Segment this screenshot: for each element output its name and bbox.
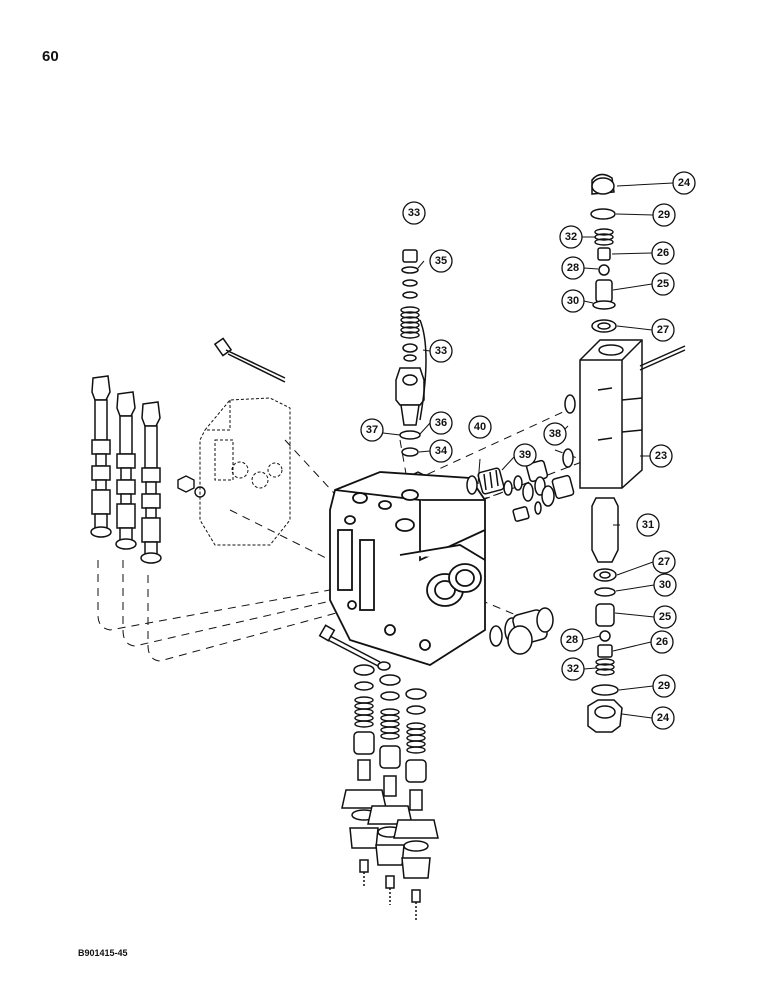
callout-24b: 24 [651,706,675,730]
callout-32b: 32 [561,657,585,681]
callout-29a: 29 [652,203,676,227]
svg-text:32: 32 [565,231,577,243]
callout-23: 23 [649,444,673,468]
callout-25a: 25 [651,272,675,296]
callout-39: 39 [513,443,537,467]
relief-valve-stack [395,249,427,457]
svg-text:30: 30 [659,579,671,591]
main-valve-body [329,471,486,666]
callout-30a: 30 [561,289,585,313]
svg-text:27: 27 [657,324,669,336]
svg-text:38: 38 [549,428,561,440]
callout-38: 38 [543,422,567,446]
svg-text:34: 34 [435,445,448,457]
callout-37: 37 [360,418,384,442]
side-plugs [466,459,575,655]
callout-33b: 33 [429,339,453,363]
callout-27b: 27 [652,550,676,574]
callout-40: 40 [468,415,492,439]
callout-36: 36 [429,411,453,435]
page-number: 60 [42,48,59,65]
svg-text:28: 28 [566,634,578,646]
callout-32a: 32 [559,225,583,249]
callout-34: 34 [429,439,453,463]
callout-24a: 24 [672,171,696,195]
svg-text:35: 35 [435,255,447,267]
callouts: 24 29 32 26 28 25 30 27 33 35 33 37 36 3… [360,171,696,730]
control-spools [90,375,162,564]
svg-text:26: 26 [657,247,669,259]
svg-text:31: 31 [642,519,654,531]
spool-3 [140,401,162,564]
figure-code: B901415-45 [78,948,128,958]
svg-text:29: 29 [658,680,670,692]
callout-30b: 30 [653,573,677,597]
svg-text:28: 28 [567,262,579,274]
callout-35: 35 [429,249,453,273]
callout-33a: 33 [402,201,426,225]
phantom-valve-section [199,397,291,546]
svg-text:23: 23 [655,450,667,462]
tie-bolt-upper [213,337,286,383]
callout-31: 31 [636,513,660,537]
svg-text:30: 30 [567,295,579,307]
svg-text:33: 33 [435,345,447,357]
callout-29b: 29 [652,674,676,698]
svg-text:24: 24 [657,712,670,724]
callout-26a: 26 [651,241,675,265]
svg-text:29: 29 [658,209,670,221]
svg-text:25: 25 [657,278,669,290]
svg-text:33: 33 [408,207,420,219]
svg-text:40: 40 [474,421,486,433]
end-cap-stack-3 [393,688,439,920]
callout-26b: 26 [650,630,674,654]
callout-27a: 27 [651,318,675,342]
svg-text:37: 37 [366,424,378,436]
callout-28b: 28 [560,628,584,652]
end-cap-stack-1 [341,664,387,888]
callout-leaders [382,182,674,719]
svg-text:25: 25 [659,611,671,623]
spool-2 [115,391,137,550]
tie-bolt-lower [318,624,391,671]
svg-text:27: 27 [658,556,670,568]
callout-28a: 28 [561,256,585,280]
svg-text:24: 24 [678,177,691,189]
callout-25b: 25 [653,605,677,629]
spool-end-caps [341,664,439,920]
svg-text:39: 39 [519,449,531,461]
svg-text:32: 32 [567,663,579,675]
spool-1 [90,375,112,538]
svg-text:26: 26 [656,636,668,648]
svg-text:36: 36 [435,417,447,429]
right-parts-column [562,173,686,733]
